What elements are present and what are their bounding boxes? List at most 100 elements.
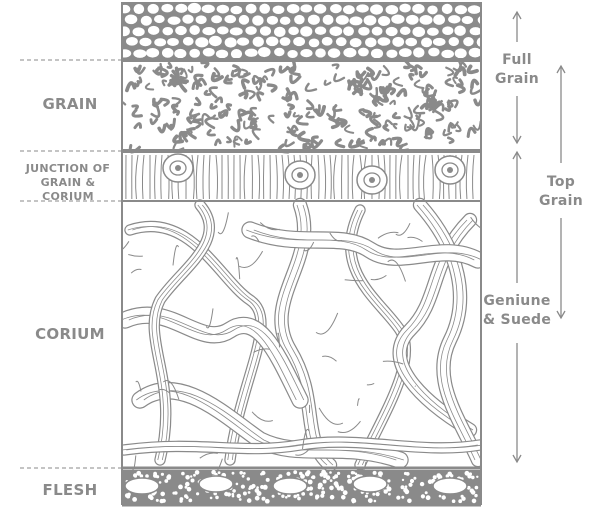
- fine-fibre: [407, 236, 423, 242]
- grain-squiggle: [191, 81, 200, 91]
- fine-fibre: [377, 231, 399, 239]
- grain-squiggle: [230, 118, 241, 133]
- grain-squiggle: [175, 75, 182, 84]
- grain-squiggle: [369, 70, 382, 81]
- epidermis-cell: [122, 4, 131, 14]
- flesh-cell: [172, 491, 176, 495]
- epidermis-cell: [385, 4, 399, 15]
- grain-squiggle: [237, 108, 248, 122]
- epidermis-cell: [412, 3, 425, 14]
- junction-fibre: [208, 154, 211, 200]
- grain-squiggle: [452, 76, 459, 85]
- grain-squiggle: [389, 99, 396, 106]
- full-grain-label-line1: Full: [502, 52, 532, 68]
- flesh-cell: [194, 470, 200, 475]
- fat-globule: [272, 477, 308, 495]
- grain-squiggle: [203, 89, 212, 96]
- epidermis-cell: [265, 36, 279, 47]
- fine-fibre: [159, 388, 170, 394]
- epidermis-cell: [377, 15, 391, 26]
- grain-squiggle: [334, 138, 346, 149]
- epidermis-cell: [421, 37, 433, 48]
- flesh-cell: [186, 486, 192, 492]
- grain-squiggle: [209, 103, 218, 110]
- epidermis-cell: [321, 36, 333, 46]
- flesh-cell: [147, 494, 153, 500]
- flesh-cell: [424, 491, 428, 495]
- grain-squiggle: [237, 68, 251, 79]
- flesh-cell: [332, 476, 336, 480]
- grain-squiggle: [418, 70, 428, 79]
- junction-fibre: [333, 154, 337, 200]
- epidermis-cell: [230, 49, 243, 59]
- flesh-cell: [211, 469, 216, 475]
- fibre-bundle-core: [122, 307, 308, 408]
- grain-squiggle: [248, 118, 258, 130]
- epidermis-cell: [279, 37, 291, 46]
- grain-squiggle: [333, 73, 346, 83]
- layer-boundaries: [121, 2, 482, 507]
- grain-squiggle: [186, 127, 197, 140]
- grain-squiggle: [413, 79, 425, 90]
- epidermis-cell: [259, 26, 272, 36]
- grain-squiggle: [285, 58, 297, 73]
- epidermis-cell: [215, 49, 229, 59]
- grain-squiggle: [133, 122, 142, 130]
- grain-squiggle: [152, 62, 163, 76]
- grain-squiggle: [168, 77, 177, 85]
- grain-squiggle: [223, 76, 233, 85]
- follicle-core: [175, 165, 181, 171]
- junction-fibre: [465, 154, 469, 200]
- flesh-cell: [254, 488, 260, 493]
- fine-fibre: [302, 428, 310, 450]
- suede-range-arrow: [512, 150, 522, 464]
- fibre-strand: [143, 390, 404, 461]
- grain-squiggle: [331, 63, 340, 70]
- epidermis-cell: [140, 15, 152, 26]
- full-grain-label-line2: Grain: [494, 71, 540, 87]
- epidermis-cell: [427, 27, 439, 36]
- epidermis-cell: [448, 15, 461, 24]
- flesh-cell: [341, 495, 346, 500]
- grain-squiggle: [381, 82, 392, 95]
- grain-squiggle: [305, 111, 315, 119]
- epidermis-cell: [468, 47, 482, 58]
- top-grain-label-line1: Top: [546, 174, 576, 190]
- grain-squiggle: [131, 108, 143, 118]
- epidermis-cell: [175, 3, 188, 13]
- grain-squiggle: [445, 66, 455, 77]
- fine-fibre: [366, 382, 375, 386]
- grain-squiggle: [288, 65, 301, 77]
- flesh-cell: [447, 471, 453, 477]
- epidermis-cell: [427, 5, 438, 15]
- flesh-cell: [367, 498, 373, 503]
- flesh-cell: [467, 474, 472, 479]
- flesh-cell: [388, 492, 391, 496]
- junction-fibre: [275, 154, 278, 200]
- grain-squiggle: [433, 102, 445, 112]
- epidermis-cell: [413, 47, 425, 58]
- grain-squiggle: [218, 109, 229, 117]
- epidermis-cell: [358, 26, 370, 36]
- flesh-cell: [215, 495, 219, 500]
- flesh-cell: [425, 495, 431, 501]
- epidermis-cell: [238, 14, 250, 25]
- grain-squiggle: [470, 78, 480, 89]
- epidermis-cell: [208, 35, 222, 47]
- grain-squiggle: [362, 78, 373, 91]
- flesh-cell: [400, 485, 405, 490]
- junction-fibre: [141, 154, 145, 200]
- epidermis-cell: [385, 26, 398, 37]
- epidermis-cell: [167, 37, 179, 46]
- flesh-cell: [161, 498, 166, 503]
- flesh-cell: [347, 478, 353, 484]
- grain-squiggle: [444, 78, 455, 88]
- epidermis-cell: [147, 3, 159, 14]
- suede-label-line2: & Suede: [482, 312, 552, 328]
- grain-squiggle: [412, 104, 426, 115]
- grain-squiggle: [381, 65, 391, 77]
- epidermis-cell: [398, 48, 412, 58]
- flesh-cell: [329, 471, 332, 474]
- grain-squiggle: [251, 77, 262, 85]
- junction-fibre: [262, 154, 265, 200]
